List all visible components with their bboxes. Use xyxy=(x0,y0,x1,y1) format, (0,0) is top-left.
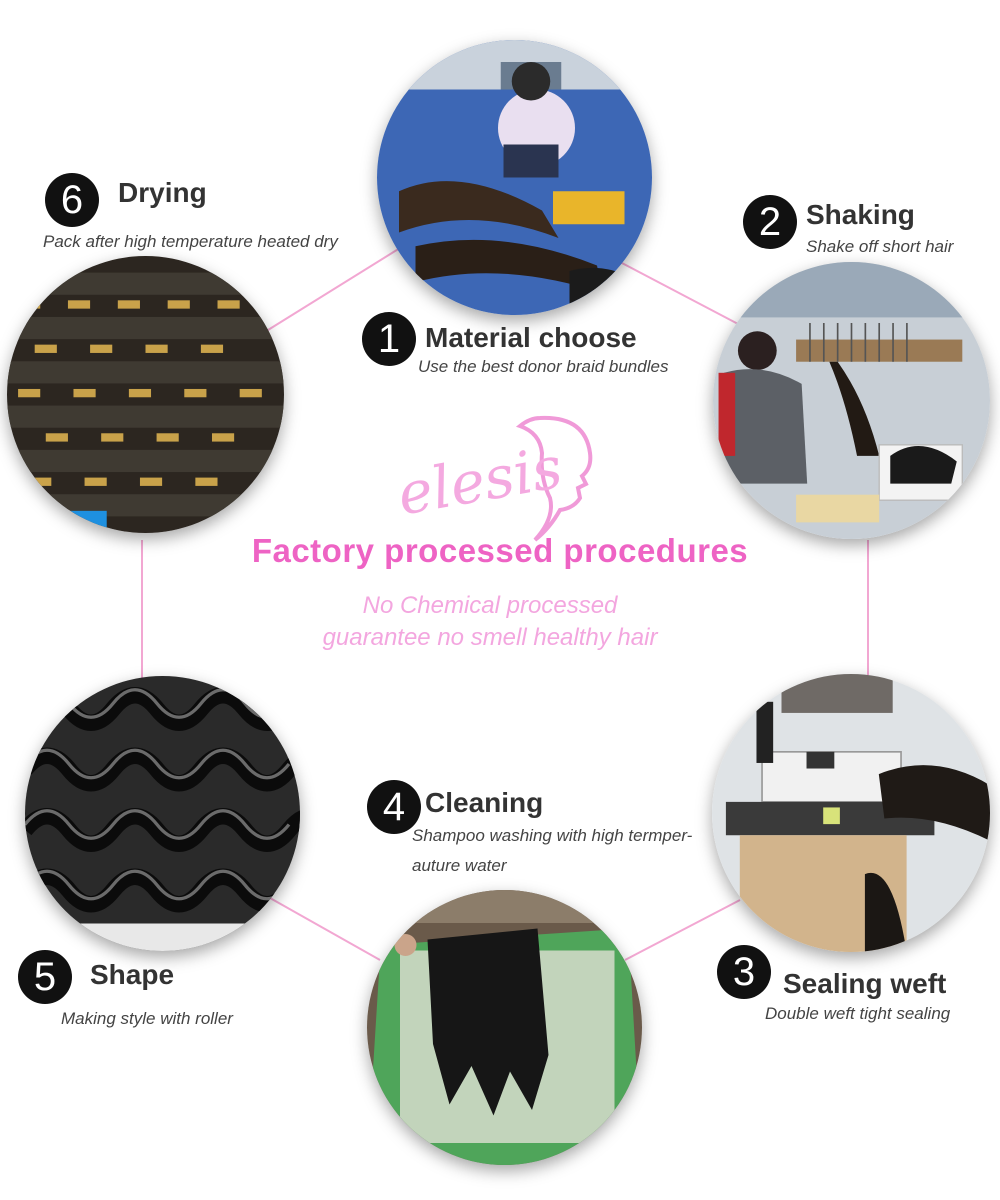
step-3-description: Double weft tight sealing xyxy=(765,1004,951,1023)
photo-sealing-weft xyxy=(712,674,990,952)
step-4-description-line1: Shampoo washing with high termper- xyxy=(412,826,693,845)
step-2-description: Shake off short hair xyxy=(806,237,954,256)
sealing-weft-image xyxy=(712,674,990,952)
step-3-title: Sealing weft xyxy=(783,968,947,999)
step-6-number-badge: 6 xyxy=(45,173,99,227)
step-5-title: Shape xyxy=(90,959,175,990)
photo-drying xyxy=(7,256,284,533)
shape-image xyxy=(25,676,300,951)
step-6-title: Drying xyxy=(118,177,207,208)
step-1-title: Material choose xyxy=(425,322,637,353)
step-2-number-badge: 2 xyxy=(743,195,797,249)
photo-material-choose xyxy=(377,40,652,315)
step-3-number-badge: 3 xyxy=(717,945,771,999)
cleaning-image xyxy=(367,890,642,1165)
logo-wordmark: elesis xyxy=(393,433,568,529)
step-4-number-badge: 4 xyxy=(367,780,421,834)
material-choose-image xyxy=(377,40,652,315)
shaking-image xyxy=(713,262,990,539)
drying-image xyxy=(7,256,284,533)
step-2-title: Shaking xyxy=(806,199,915,230)
elesis-logo: elesis xyxy=(393,415,593,542)
photo-shape xyxy=(25,676,300,951)
headline-subtitle-line1: No Chemical processed xyxy=(362,592,618,619)
step-5-number-badge: 5 xyxy=(18,950,72,1004)
step-1-number-badge: 1 xyxy=(362,312,416,366)
headline-subtitle-line2: guarantee no smell healthy hair xyxy=(322,624,658,651)
logo-head-silhouette xyxy=(515,415,593,542)
connector-3-4 xyxy=(624,899,741,961)
step-4-title: Cleaning xyxy=(425,787,544,818)
connector-4-5 xyxy=(269,897,381,961)
step-6-description: Pack after high temperature heated dry xyxy=(43,232,338,251)
photo-shaking xyxy=(713,262,990,539)
step-1-description: Use the best donor braid bundles xyxy=(418,357,669,376)
step-5-description: Making style with roller xyxy=(61,1009,233,1028)
connector-1-2 xyxy=(619,261,741,326)
connector-6-1 xyxy=(267,247,401,331)
photo-cleaning xyxy=(367,890,642,1165)
headline-title: Factory processed procedures xyxy=(251,532,749,569)
step-4-description-line2: auture water xyxy=(412,856,507,875)
